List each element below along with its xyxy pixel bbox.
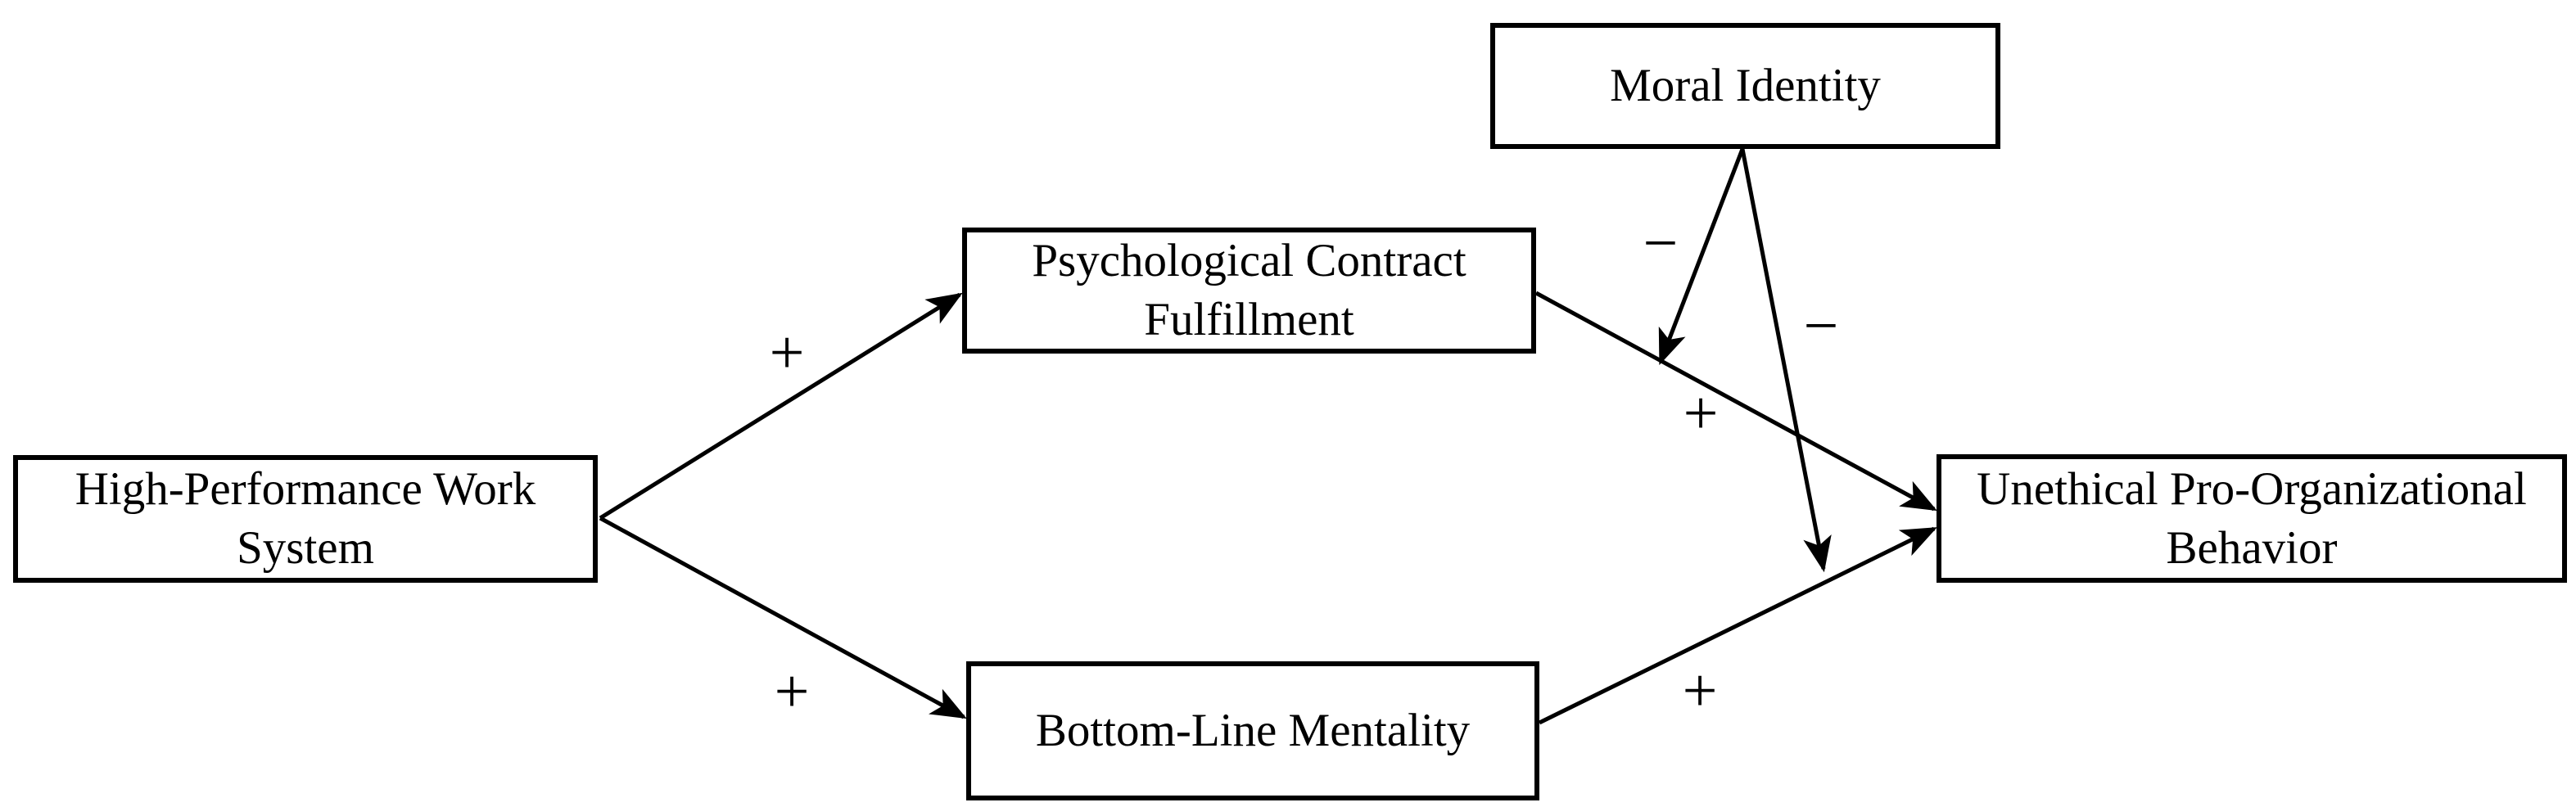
node-bottom-line-mentality: Bottom-Line Mentality bbox=[966, 661, 1539, 800]
node-label-line: Unethical Pro-Organizational bbox=[1977, 462, 2527, 515]
arrow-hpws-to-blm bbox=[599, 516, 967, 719]
sign-blm-upb-plus: + bbox=[1683, 656, 1718, 725]
node-label-line: Psychological Contract bbox=[1032, 235, 1467, 286]
arrow-blm-to-upb bbox=[1538, 526, 1937, 725]
arrow-pcf-to-upb bbox=[1534, 291, 1937, 512]
node-psychological-contract-fulfillment: Psychological Contract Fulfillment bbox=[962, 228, 1536, 354]
node-label-line: Moral Identity bbox=[1610, 60, 1881, 111]
node-label-line: System bbox=[237, 522, 374, 574]
sign-pcf-upb-plus: + bbox=[1683, 379, 1719, 448]
node-high-performance-work-system: High-Performance Work System bbox=[13, 455, 598, 583]
node-label-line: Behavior bbox=[2166, 521, 2338, 574]
sign-moral-identity-blm-minus: − bbox=[1804, 291, 1839, 360]
sign-hpws-pcf-plus: + bbox=[770, 318, 805, 387]
arrow-moral-identity-to-pcf-upb-path bbox=[1658, 148, 1745, 366]
sign-hpws-blm-plus: + bbox=[775, 657, 810, 726]
arrow-moral-identity-to-blm-upb-path bbox=[1740, 148, 1832, 573]
arrow-hpws-to-pcf bbox=[599, 292, 963, 521]
node-label-line: High-Performance Work bbox=[75, 463, 536, 515]
node-unethical-pro-organizational-behavior: Unethical Pro-Organizational Behavior bbox=[1937, 454, 2567, 583]
sign-moral-identity-pcf-minus: − bbox=[1643, 209, 1679, 277]
node-moral-identity: Moral Identity bbox=[1490, 23, 2000, 149]
node-label-line: Fulfillment bbox=[1144, 294, 1354, 345]
node-label-line: Bottom-Line Mentality bbox=[1035, 705, 1471, 756]
